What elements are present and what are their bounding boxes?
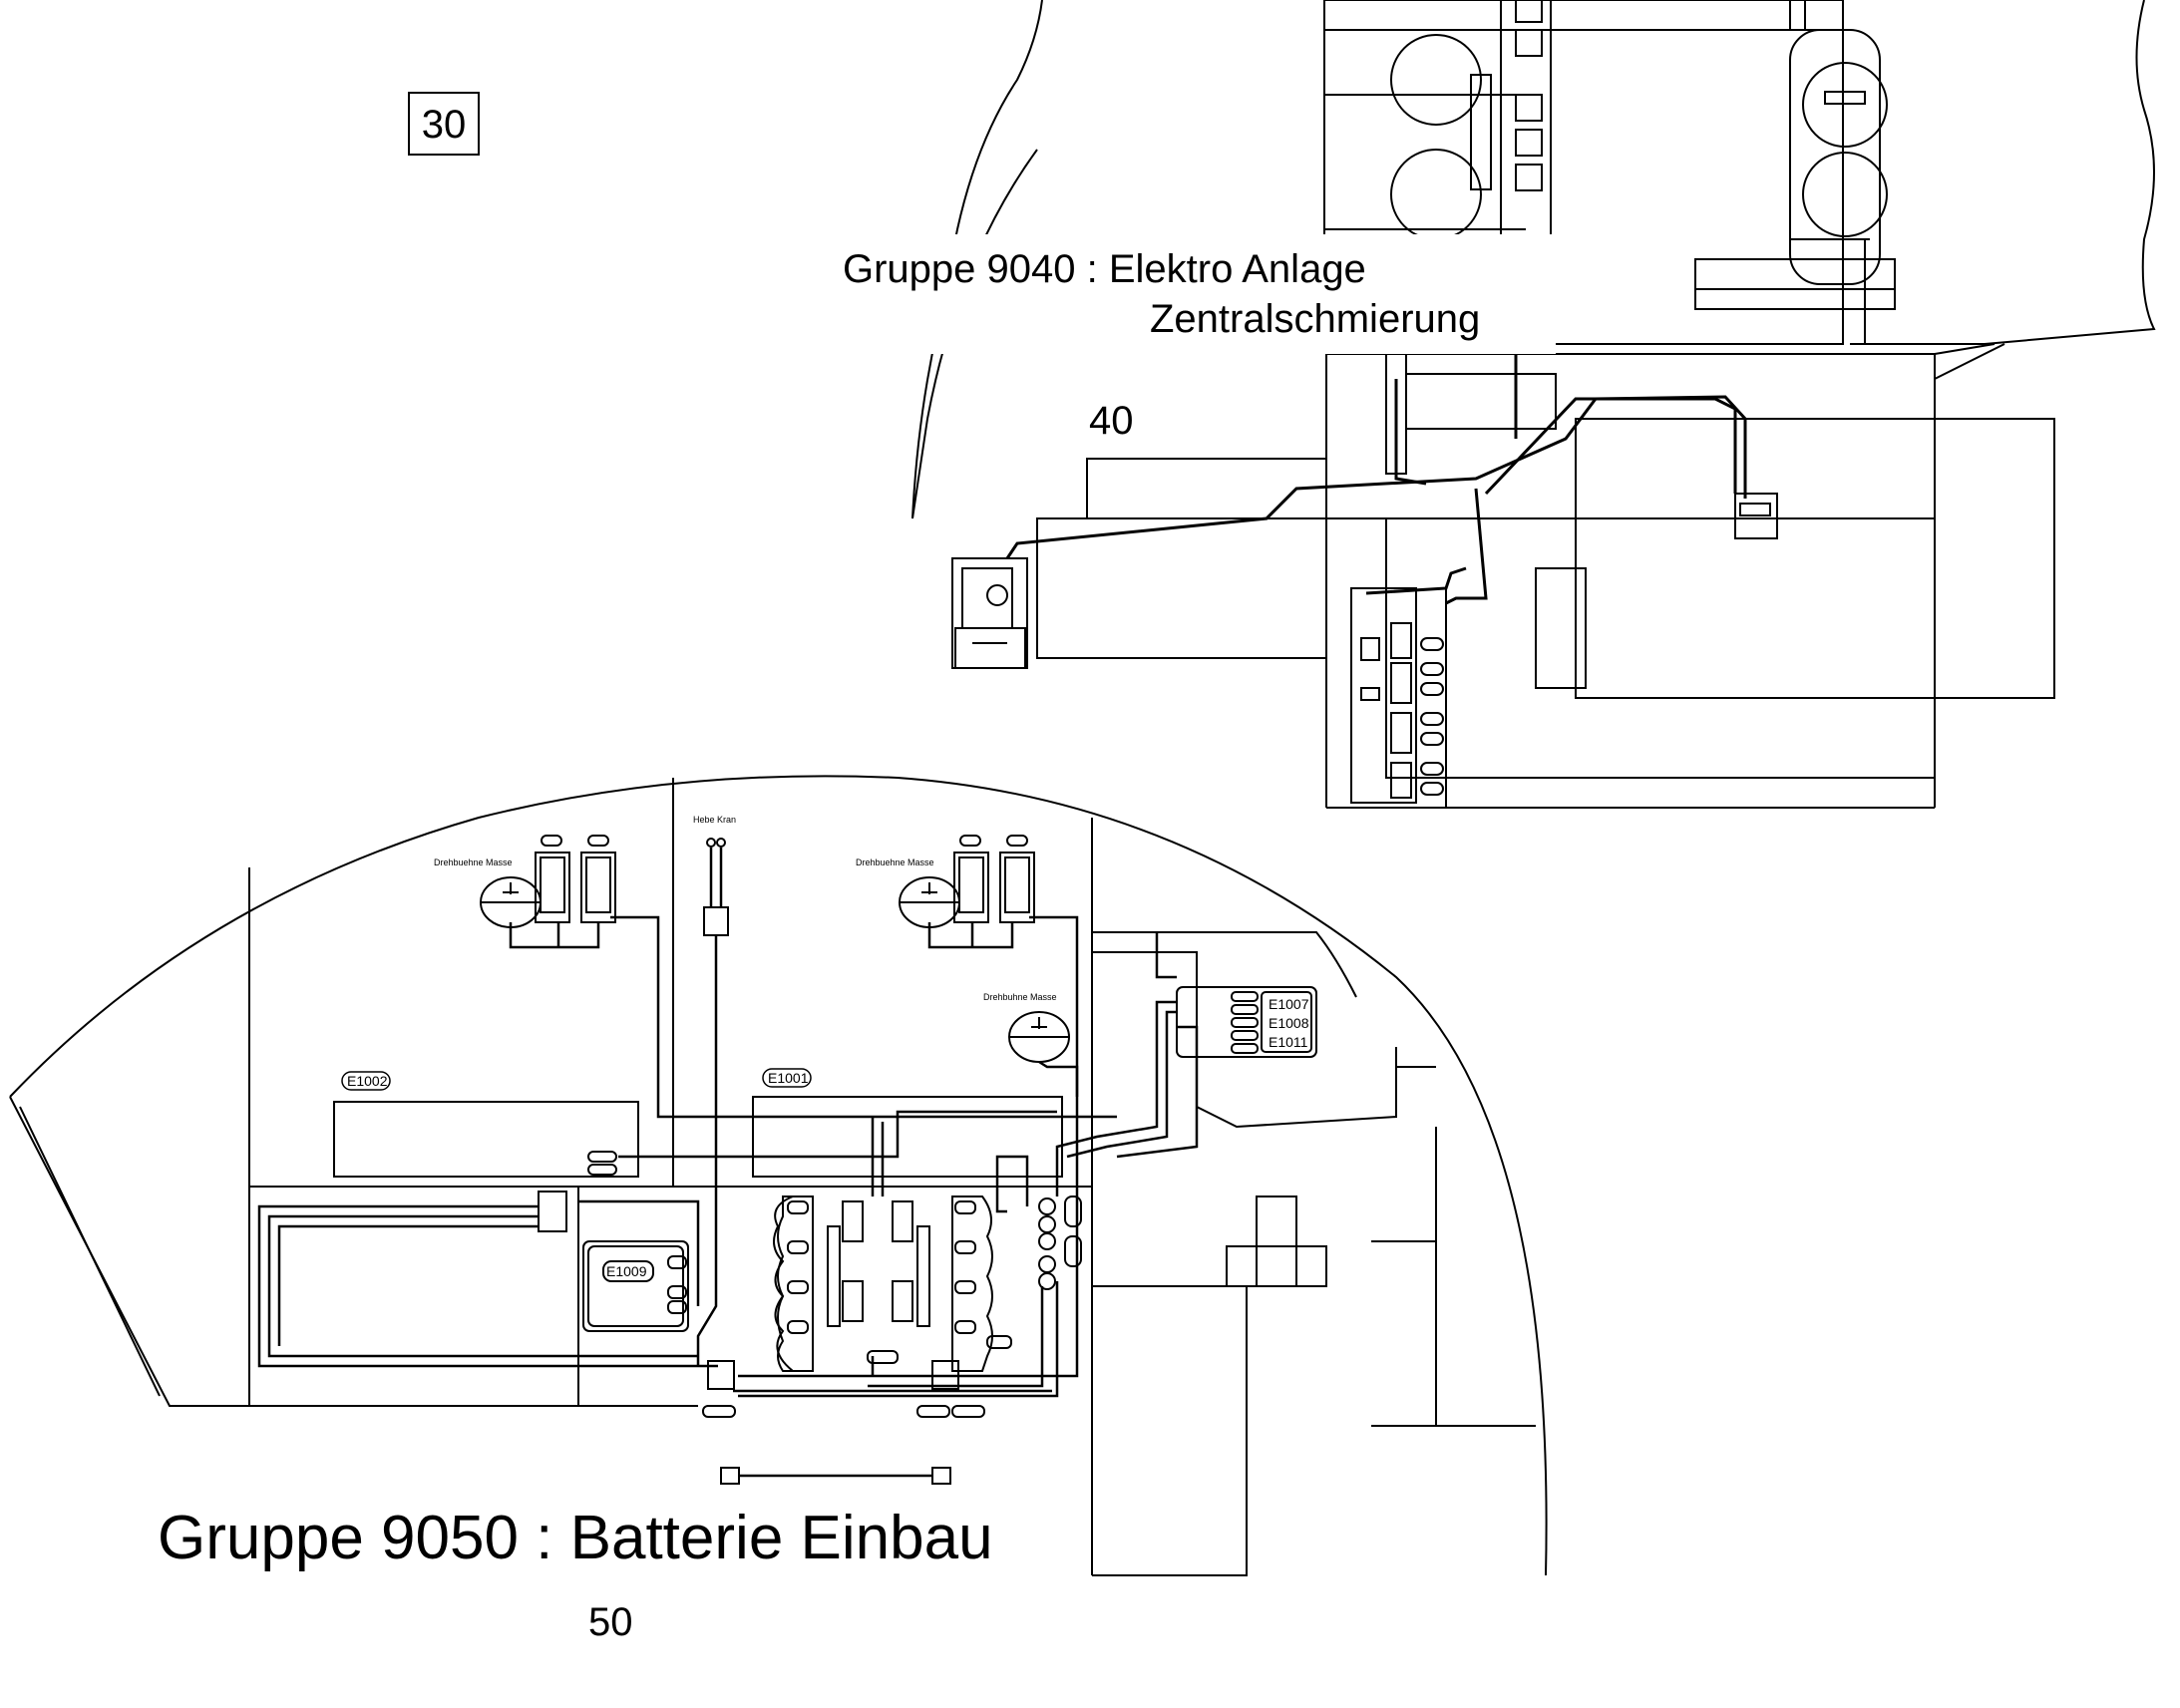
fuse-m1-2 <box>1004 856 1030 913</box>
section-number-40: 40 <box>1089 399 1134 443</box>
fuse-m2-2 <box>585 856 611 913</box>
label-e1009: E1009 <box>606 1263 647 1279</box>
group-9040-subtitle: Zentralschmierung <box>1150 297 1480 341</box>
drum-top-right-2 <box>1802 152 1888 237</box>
upper-panel-3 <box>1385 517 1936 779</box>
label-e1001: E1001 <box>768 1070 809 1086</box>
drum-top-left-1 <box>1390 34 1482 126</box>
fuse-m1-1 <box>958 856 984 913</box>
label-e1008: E1008 <box>1269 1015 1309 1031</box>
label-drehbuehne-masse-right: Drehbuehne Masse <box>856 857 934 867</box>
upper-hull-outline <box>911 0 1043 519</box>
upper-panel-1 <box>1086 458 1327 519</box>
relay-rack <box>1350 587 1417 804</box>
hebe-kran-fuse <box>703 906 729 936</box>
drum-top-left-2 <box>1390 149 1482 240</box>
label-e1007: E1007 <box>1269 996 1309 1012</box>
upper-panel-2 <box>1036 517 1327 659</box>
drum-top-right-1 <box>1802 62 1888 148</box>
group-9050-title: Gruppe 9050 : Batterie Einbau <box>158 1504 993 1572</box>
lubrication-sensor-box <box>1734 493 1778 539</box>
battery-bank-right <box>951 1196 993 1372</box>
upper-right-wavy-edge <box>1850 0 2156 345</box>
frame-top-left <box>1323 0 1844 345</box>
terminal-strip-left <box>538 1191 567 1232</box>
label-hebe-kran: Hebe Kran <box>693 815 736 825</box>
lower-hull-left-edge <box>9 1096 249 1407</box>
label-drehbuehne-masse-left: Drehbuehne Masse <box>434 857 513 867</box>
ground-symbol-lower <box>1008 1011 1070 1063</box>
lower-assembly <box>9 775 1548 1576</box>
ground-symbol-left <box>480 876 542 928</box>
lower-hull-outline <box>9 775 1548 1576</box>
section-number-50: 50 <box>588 1600 633 1644</box>
page-number: 30 <box>422 103 467 147</box>
page-number-box: 30 <box>408 92 480 156</box>
group-9040-title: Gruppe 9040 : Elektro Anlage <box>843 247 1366 291</box>
module-e1007-e1011 <box>1176 986 1317 1058</box>
label-e1002: E1002 <box>347 1073 388 1089</box>
lubrication-pump-unit <box>951 557 1028 669</box>
connector-x60-3 <box>707 1360 735 1390</box>
module-e1009 <box>582 1240 689 1332</box>
loose-cable-plug-right <box>931 1467 951 1485</box>
upper-big-box <box>1575 418 2055 699</box>
ground-symbol-right <box>899 876 960 928</box>
upper-wiring-harness <box>1005 349 1747 605</box>
battery-switch-1 <box>1038 1197 1056 1215</box>
fuse-m2-1 <box>540 856 565 913</box>
lower-wiring-harness <box>257 848 1199 1478</box>
label-e1011: E1011 <box>1269 1034 1308 1050</box>
loose-cable-plug-left <box>720 1467 740 1485</box>
battery-box-e1001 <box>752 1096 1063 1178</box>
battery-box-e1002 <box>333 1101 639 1178</box>
label-drehbuhne-masse-lower: Drehbuhne Masse <box>983 992 1057 1002</box>
